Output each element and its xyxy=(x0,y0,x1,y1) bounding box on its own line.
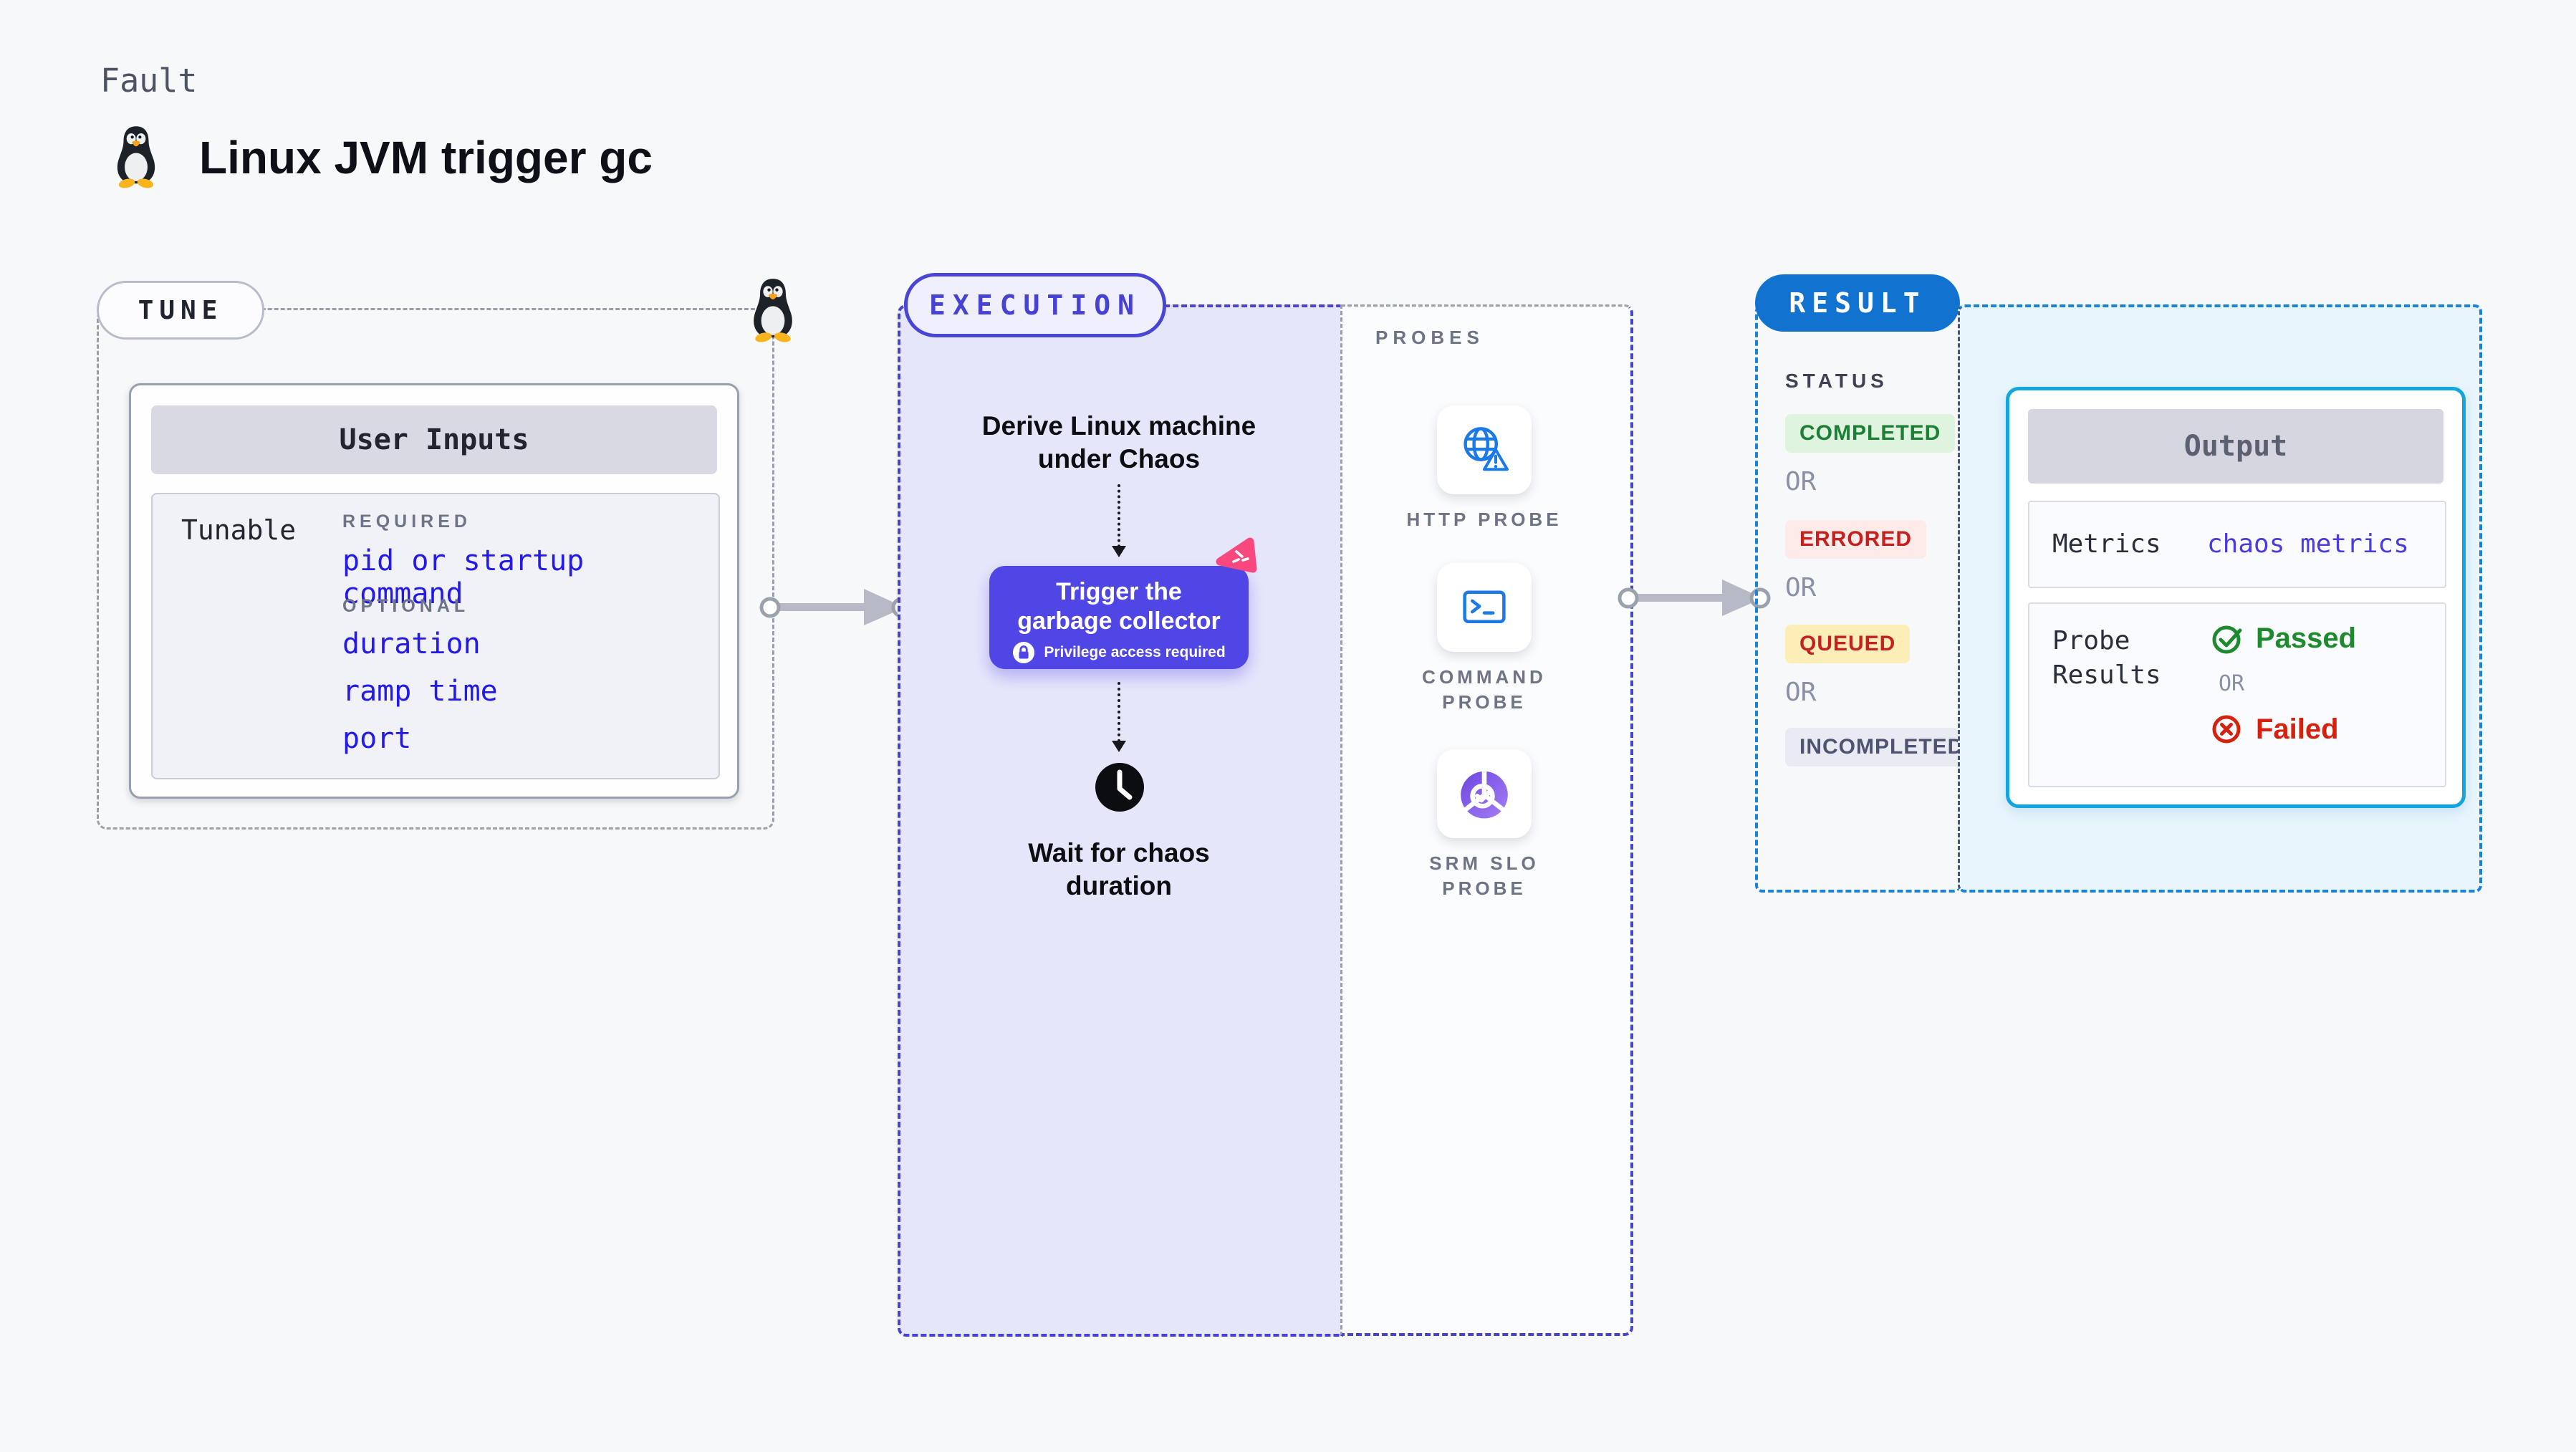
user-inputs-table: Tunable REQUIRED pid or startup command … xyxy=(151,493,720,779)
check-circle-icon xyxy=(2212,625,2242,654)
tune-to-execution-arrow xyxy=(759,589,913,625)
fault-eyebrow: Fault xyxy=(100,62,198,100)
connector-handle xyxy=(1618,587,1639,609)
tux-penguin-icon xyxy=(117,126,155,188)
tunable-optional-item: ramp time xyxy=(342,675,498,708)
passed-result: Passed xyxy=(2210,621,2356,655)
optional-heading: OPTIONAL xyxy=(342,596,470,616)
x-circle-icon xyxy=(2212,715,2241,744)
user-inputs-card: User Inputs Tunable REQUIRED pid or star… xyxy=(129,383,739,799)
command-probe-label: COMMAND PROBE xyxy=(1422,666,1547,713)
metrics-row: Metrics chaos metrics xyxy=(2028,501,2446,588)
output-header: Output xyxy=(2028,409,2443,484)
status-or-separator: OR xyxy=(1785,573,1817,602)
http-probe-label: HTTP PROBE xyxy=(1406,509,1562,530)
lock-icon xyxy=(1013,641,1035,664)
privilege-note: Privilege access required xyxy=(1044,644,1226,660)
output-or-separator: OR xyxy=(2219,671,2245,696)
page-title: Linux JVM trigger gc xyxy=(199,132,653,183)
status-badge-queued: QUEUED xyxy=(1785,625,1911,663)
probes-heading: PROBES xyxy=(1375,327,1484,348)
clock-icon xyxy=(1095,763,1144,812)
probe-results-row: Probe Results Passed OR Failed xyxy=(2028,602,2446,787)
action-label-line2: garbage collector xyxy=(1017,607,1221,635)
tux-penguin-icon xyxy=(754,279,792,342)
action-label-line1: Trigger the xyxy=(1056,578,1182,605)
probe-results-label: Probe Results xyxy=(2052,626,2161,690)
status-badge-completed: COMPLETED xyxy=(1785,414,1956,453)
tune-section-box xyxy=(97,308,774,830)
execution-to-result-arrow xyxy=(1618,580,1771,616)
tune-pill: TUNE xyxy=(97,281,264,340)
result-pill: RESULT xyxy=(1755,274,1960,332)
chaos-experiment-icon xyxy=(1216,537,1257,573)
status-badge-incompleted: INCOMPLETED xyxy=(1785,728,1979,766)
slo-pie-check-icon xyxy=(1461,770,1508,819)
status-heading: STATUS xyxy=(1785,370,1888,392)
globe-warning-icon xyxy=(1464,427,1509,471)
terminal-icon xyxy=(1463,590,1506,624)
trigger-gc-action-node[interactable]: Trigger the garbage collector Privilege … xyxy=(989,566,1249,669)
dotted-connector-down xyxy=(1112,484,1126,557)
metrics-label: Metrics xyxy=(2052,529,2161,559)
http-probe-card[interactable] xyxy=(1437,405,1532,494)
status-or-separator: OR xyxy=(1785,678,1817,707)
connector-handle xyxy=(759,597,781,618)
status-or-separator: OR xyxy=(1785,467,1817,496)
status-badge-errored: ERRORED xyxy=(1785,520,1927,559)
output-card: Output Metrics chaos metrics Probe Resul… xyxy=(2006,387,2466,808)
tunable-required-item: pid or startup command xyxy=(342,544,585,610)
srm-slo-probe-card[interactable] xyxy=(1437,749,1532,838)
tunable-optional-item: duration xyxy=(342,628,481,660)
execution-section-box xyxy=(898,304,1343,1337)
tunable-optional-item: port xyxy=(342,722,412,755)
derive-step-text: Derive Linux machine under Chaos xyxy=(981,411,1256,473)
dotted-connector-down xyxy=(1112,682,1126,752)
tunable-row-label: Tunable xyxy=(181,514,297,546)
metrics-value: chaos metrics xyxy=(2207,529,2409,559)
srm-slo-probe-label: SRM SLO PROBE xyxy=(1429,852,1539,899)
required-heading: REQUIRED xyxy=(342,511,471,532)
command-probe-card[interactable] xyxy=(1437,563,1532,652)
wait-step-text: Wait for chaos duration xyxy=(1028,838,1210,900)
execution-pill: EXECUTION xyxy=(904,273,1166,337)
user-inputs-header: User Inputs xyxy=(151,405,717,474)
failed-result: Failed xyxy=(2210,712,2356,746)
